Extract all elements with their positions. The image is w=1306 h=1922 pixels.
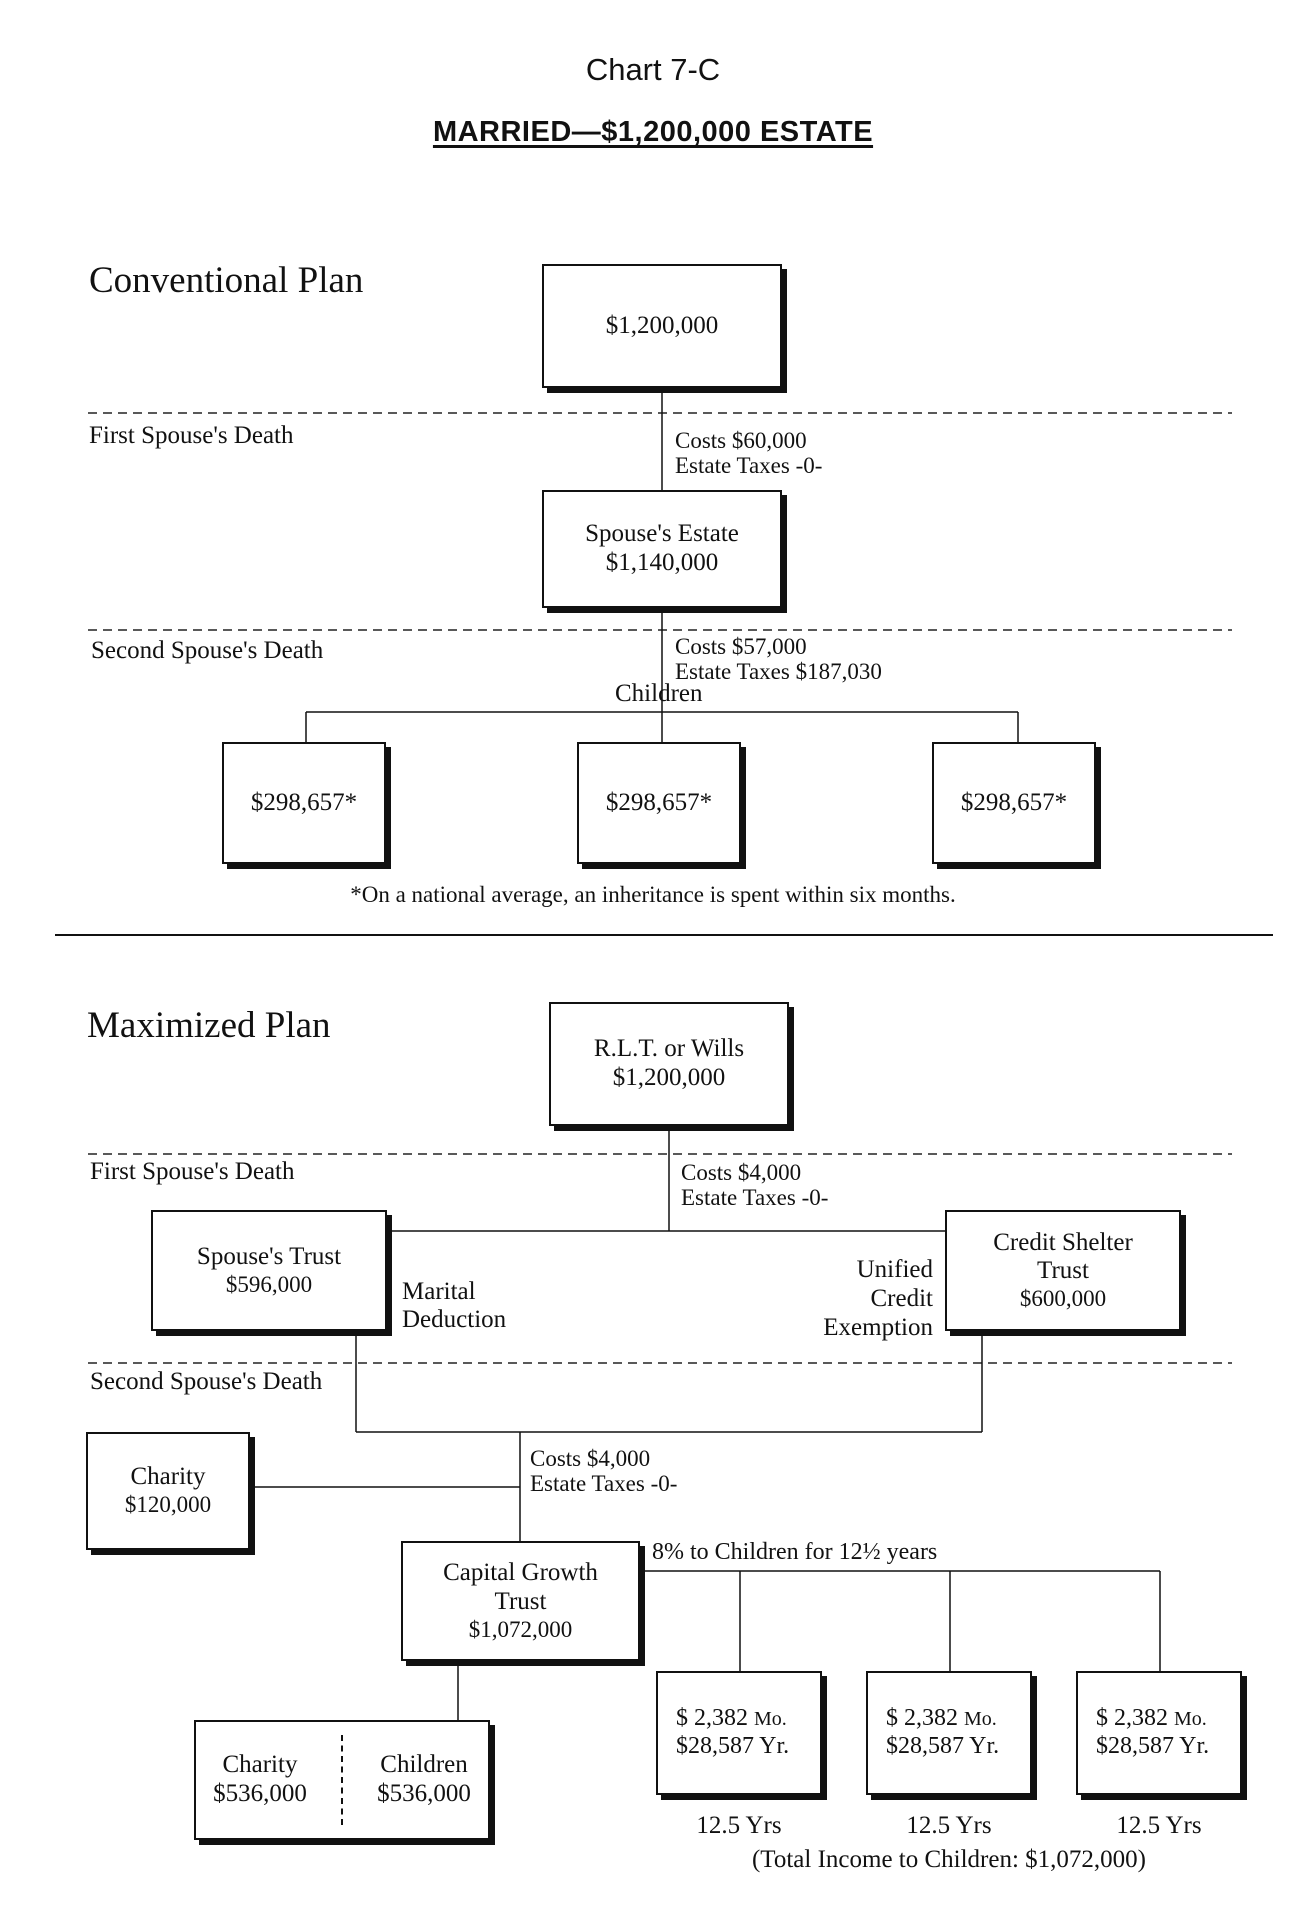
child-inheritance-box: $298,657* [932,742,1096,864]
split-children-title: Children [380,1751,468,1779]
split-children: Children $536,000 [377,1751,471,1809]
conventional-plan-heading: Conventional Plan [89,260,364,301]
child-inheritance-box: $298,657* [222,742,386,864]
income-years: 12.5 Yrs [696,1812,782,1839]
maximized-plan-heading: Maximized Plan [87,1005,331,1046]
credit-shelter-title-1: Credit Shelter [993,1228,1133,1256]
unified-line-3: Exemption [823,1313,933,1341]
estate-box: $1,200,000 [542,264,782,388]
income-note: 8% to Children for 12½ years [652,1539,938,1565]
child-income-box: $ 2,382 Mo. $28,587 Yr. [656,1671,822,1795]
spouse-trust-value: $596,000 [225,1271,313,1297]
first-death-label: First Spouse's Death [90,1158,295,1185]
first-death-label: First Spouse's Death [89,422,294,449]
rlt-title: R.L.T. or Wills [593,1035,745,1063]
charity-children-split-box: Charity $536,000 Children $536,000 [194,1720,490,1840]
chart-number: Chart 7-C [585,52,721,87]
second-death-label: Second Spouse's Death [91,637,324,664]
rlt-box: R.L.T. or Wills $1,200,000 [549,1002,789,1126]
first-costs: Costs $60,000 [675,428,807,453]
income-years: 12.5 Yrs [906,1812,992,1839]
first-estate-taxes: Estate Taxes -0- [681,1185,829,1210]
split-children-value: $536,000 [377,1780,471,1807]
charity-title: Charity [130,1463,206,1491]
marital-line-2: Deduction [402,1306,507,1333]
unified-line-1: Unified [856,1256,933,1283]
second-costs: Costs $57,000 [675,634,807,659]
child-income-box: $ 2,382 Mo. $28,587 Yr. [866,1671,1032,1795]
children-label: Children [615,680,703,707]
unified-credit-label: Unified Credit Exemption [770,1256,933,1342]
second-death-label: Second Spouse's Death [90,1368,323,1395]
marital-deduction-label: Marital Deduction [402,1278,506,1334]
capital-growth-trust-box: Capital Growth Trust $1,072,000 [401,1541,640,1661]
second-estate-taxes: Estate Taxes $187,030 [675,659,882,684]
split-charity-value: $536,000 [213,1780,307,1807]
rlt-value: $1,200,000 [612,1064,726,1091]
income-years: 12.5 Yrs [1116,1812,1202,1839]
spouse-estate-title: Spouse's Estate [585,520,739,548]
split-divider [340,1735,343,1825]
monthly-income: $ 2,382 Mo. [1096,1705,1207,1732]
marital-line-1: Marital [402,1278,476,1305]
footnote: *On a national average, an inheritance i… [350,882,956,907]
split-charity: Charity $536,000 [213,1751,307,1809]
yearly-income: $28,587 Yr. [676,1733,790,1759]
yearly-income: $28,587 Yr. [1096,1733,1210,1759]
spouse-trust-box: Spouse's Trust $596,000 [151,1210,387,1331]
spouse-estate-value: $1,140,000 [605,549,719,576]
first-estate-taxes: Estate Taxes -0- [675,453,823,478]
child-inheritance-box: $298,657* [577,742,741,864]
estate-value: $1,200,000 [605,311,719,339]
second-estate-taxes: Estate Taxes -0- [530,1471,678,1496]
first-costs: Costs $4,000 [681,1160,802,1185]
charity-value: $120,000 [124,1492,212,1518]
spouse-trust-title: Spouse's Trust [196,1242,342,1270]
credit-shelter-value: $600,000 [1019,1286,1107,1312]
cgt-value: $1,072,000 [468,1616,573,1642]
spouse-estate-box: Spouse's Estate $1,140,000 [542,490,782,608]
child-income-box: $ 2,382 Mo. $28,587 Yr. [1076,1671,1242,1795]
charity-box: Charity $120,000 [86,1432,250,1550]
chart-title: MARRIED—$1,200,000 ESTATE [432,116,874,148]
child-inheritance-value: $298,657* [605,788,713,816]
child-inheritance-value: $298,657* [960,788,1068,816]
split-charity-title: Charity [222,1751,298,1779]
unified-line-2: Credit [870,1284,934,1312]
credit-shelter-trust-box: Credit Shelter Trust $600,000 [945,1210,1181,1331]
second-costs: Costs $4,000 [530,1446,651,1471]
monthly-income: $ 2,382 Mo. [676,1705,787,1732]
total-income-note: (Total Income to Children: $1,072,000) [751,1846,1146,1873]
credit-shelter-title-2: Trust [1037,1257,1089,1285]
monthly-income: $ 2,382 Mo. [886,1705,997,1732]
cgt-title-1: Capital Growth [443,1559,598,1587]
yearly-income: $28,587 Yr. [886,1733,1000,1759]
child-inheritance-value: $298,657* [250,788,358,816]
cgt-title-2: Trust [494,1587,547,1615]
